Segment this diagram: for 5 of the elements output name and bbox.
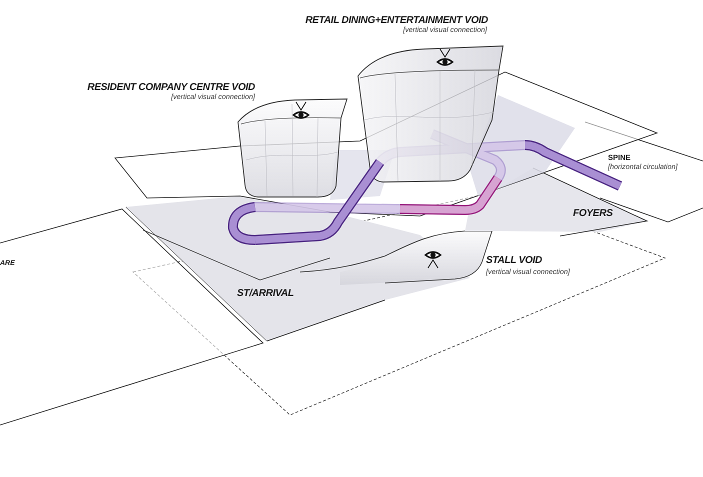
zone-label: RETAIL DINING+ENTERTAINMENT VOID [305,16,488,26]
zone-label: ST/ARRIVAL [237,289,294,299]
zone-label: FOYERS [573,209,613,219]
zone-label: STALL VOID [486,256,542,266]
zone-label: RESIDENT COMPANY CENTRE VOID [87,83,255,93]
